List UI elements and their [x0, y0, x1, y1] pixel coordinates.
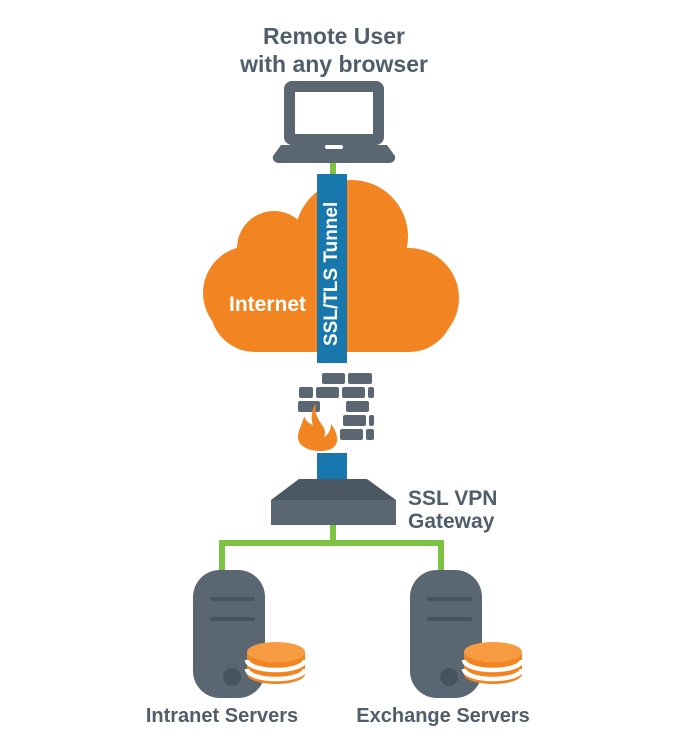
gateway-caption: SSL VPN Gateway	[408, 487, 497, 533]
flame-icon	[298, 403, 338, 451]
gateway-link-line	[330, 524, 336, 542]
remote-user-caption: Remote User with any browser	[234, 22, 434, 78]
connector-left-line	[219, 544, 225, 572]
remote-user-caption-line2: with any browser	[240, 51, 428, 77]
laptop-icon	[272, 81, 396, 163]
laptop-link-line	[330, 161, 336, 177]
connector-right-line	[438, 544, 444, 572]
database-disks-icon	[244, 642, 308, 684]
gateway-caption-line1: SSL VPN	[408, 487, 498, 510]
gateway-caption-line2: Gateway	[408, 510, 495, 533]
remote-user-caption-line1: Remote User	[263, 23, 405, 49]
connector-horizontal-line	[219, 540, 444, 546]
exchange-server-icon	[410, 570, 525, 698]
gateway-device-icon	[271, 479, 396, 525]
ssl-tls-tunnel-label: SSL/TLS Tunnel	[321, 201, 342, 347]
exchange-servers-label: Exchange Servers	[356, 705, 530, 727]
database-disks-icon	[461, 642, 525, 684]
internet-label: Internet	[229, 293, 307, 316]
intranet-servers-label: Intranet Servers	[145, 705, 299, 727]
firewall-icon	[290, 363, 380, 453]
intranet-server-icon	[193, 570, 308, 698]
